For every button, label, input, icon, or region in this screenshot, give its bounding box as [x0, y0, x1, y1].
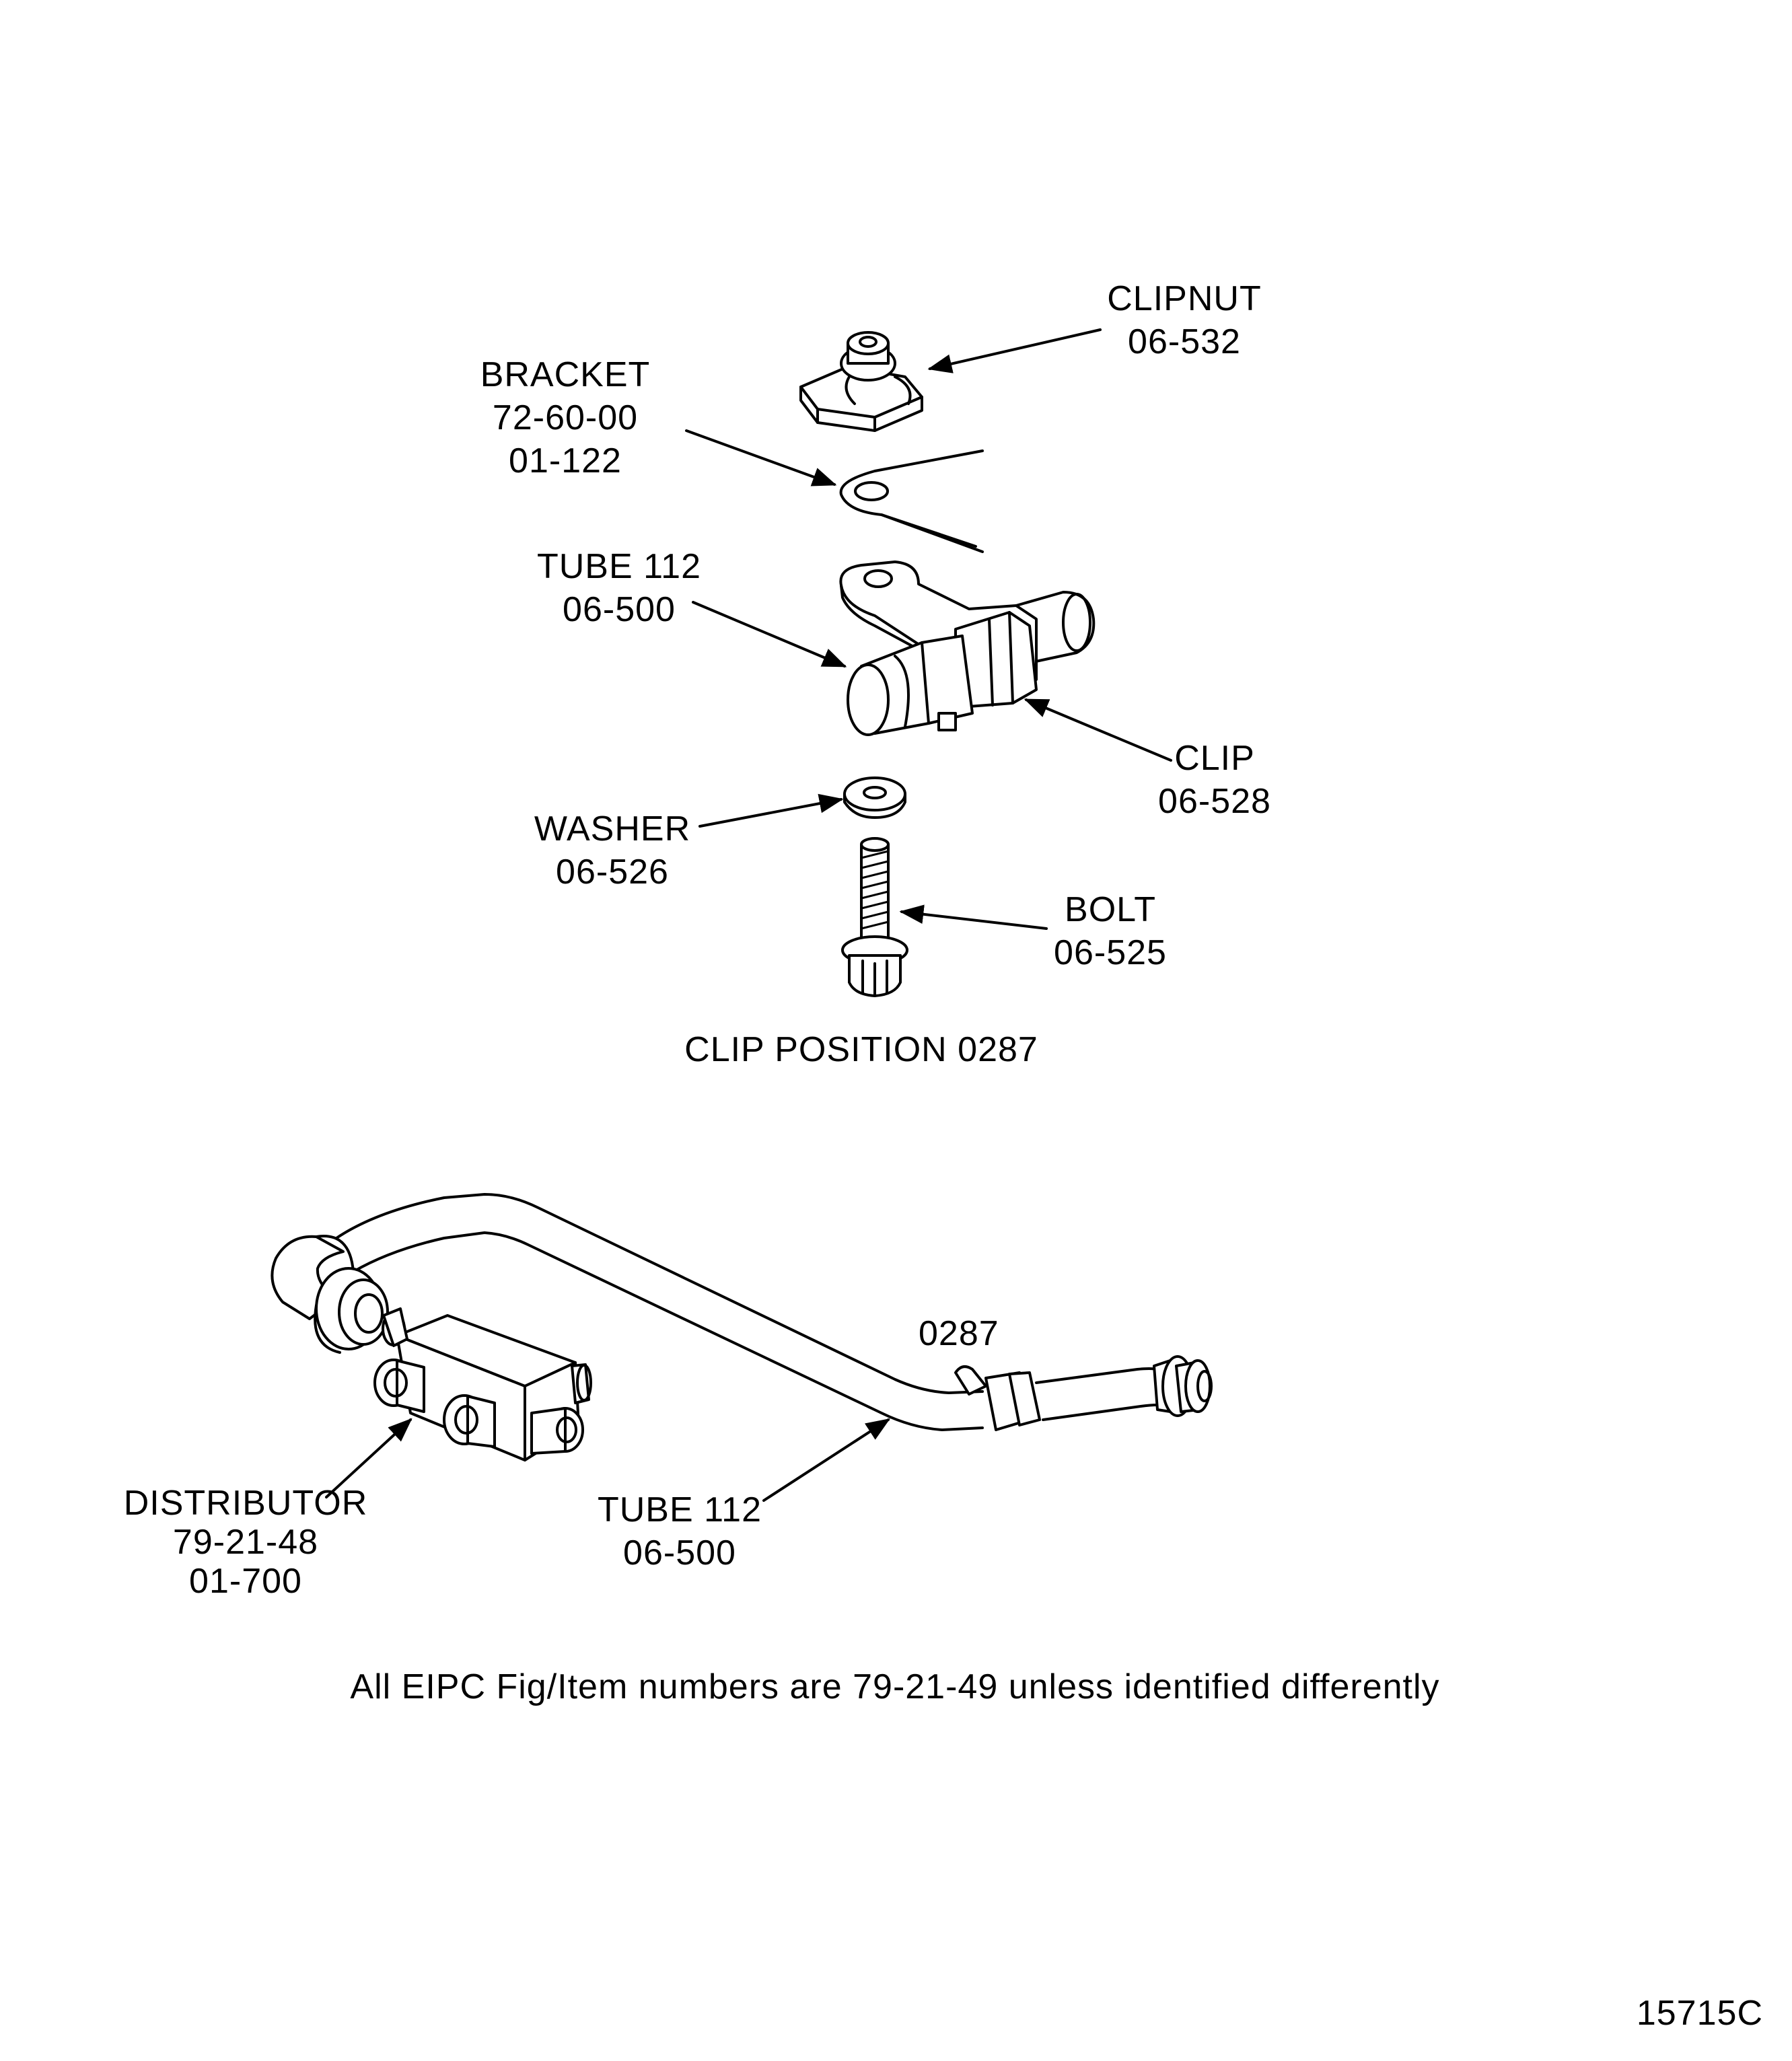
distributor-part — [373, 1307, 592, 1461]
bolt-label: BOLT 06-525 — [1023, 888, 1198, 974]
clipnut-part — [799, 331, 923, 432]
tube-top-label: TUBE 112 06-500 — [511, 545, 727, 631]
clip-label: CLIP 06-528 — [1120, 737, 1309, 823]
clip-name: CLIP — [1174, 739, 1255, 778]
tube-top-leader — [692, 601, 847, 667]
clipnut-name: CLIPNUT — [1107, 279, 1262, 318]
bracket-label: BRACKET 72-60-00 01-122 — [464, 353, 666, 482]
clipnut-leader — [927, 328, 1102, 373]
washer-label: WASHER 06-526 — [505, 807, 720, 894]
clip-position-caption: CLIP POSITION 0287 — [684, 1030, 1038, 1069]
distributor-label: DISTRIBUTOR 79-21-48 01-700 — [111, 1484, 380, 1601]
bracket-name: BRACKET — [480, 355, 651, 394]
tube-bottom-item: 06-500 — [623, 1533, 736, 1572]
distributor-item: 01-700 — [189, 1562, 302, 1601]
clip-tube-part — [839, 561, 1096, 736]
distributor-ref: 79-21-48 — [172, 1523, 319, 1562]
tube-bottom-name: TUBE 112 — [597, 1490, 762, 1529]
clipnut-label: CLIPNUT 06-532 — [1083, 277, 1285, 363]
bolt-item: 06-525 — [1054, 933, 1167, 972]
washer-item: 06-526 — [556, 853, 669, 892]
bracket-ref: 72-60-00 — [492, 398, 639, 437]
bracket-part — [839, 449, 984, 553]
position-marker-label: 0287 — [919, 1314, 999, 1353]
bolt-name: BOLT — [1065, 890, 1156, 929]
bracket-leader — [685, 429, 837, 486]
washer-leader — [698, 793, 844, 828]
footnote: All EIPC Fig/Item numbers are 79-21-49 u… — [350, 1667, 1440, 1706]
tube-bottom-label: TUBE 112 06-500 — [572, 1488, 787, 1575]
tube-bottom-leader — [762, 1418, 891, 1502]
tube-top-name: TUBE 112 — [536, 547, 702, 586]
clip-leader — [1024, 698, 1172, 762]
tube-top-item: 06-500 — [563, 590, 676, 629]
figure-id: 15715C — [1636, 1994, 1763, 2033]
washer-part — [843, 776, 906, 819]
bolt-part — [841, 837, 908, 997]
clip-item: 06-528 — [1158, 782, 1271, 821]
distributor-name: DISTRIBUTOR — [123, 1484, 368, 1523]
washer-name: WASHER — [534, 809, 691, 848]
distributor-leader — [325, 1418, 413, 1498]
bolt-leader — [899, 904, 1048, 930]
bracket-item: 01-122 — [509, 441, 622, 480]
tube-bottom-part — [271, 1193, 1213, 1431]
clipnut-item: 06-532 — [1128, 322, 1241, 361]
